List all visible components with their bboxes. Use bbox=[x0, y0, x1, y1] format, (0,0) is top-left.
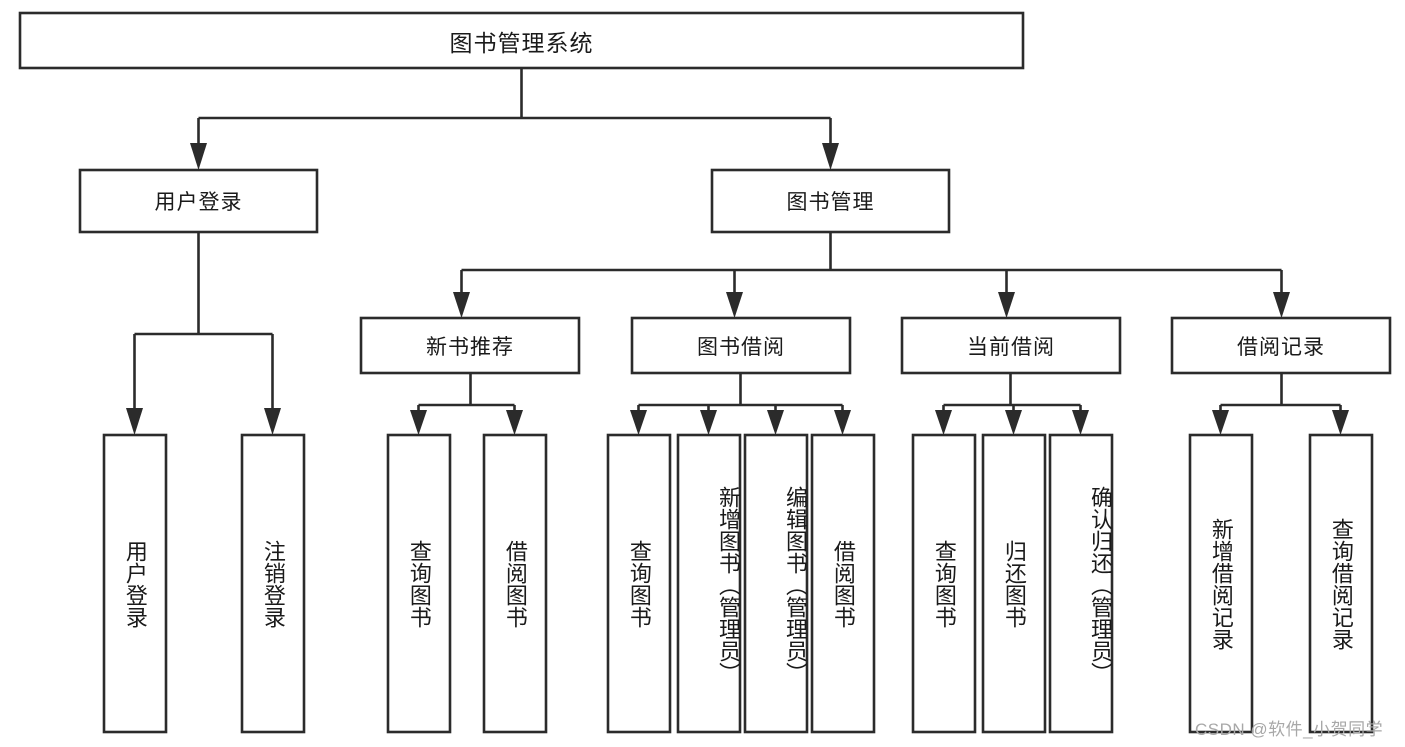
arrow-borrow-to-leaf6 bbox=[700, 410, 717, 435]
arrow-root-to-bookmgmt bbox=[822, 143, 839, 170]
node-box-leaf11[interactable] bbox=[1048, 433, 1114, 734]
arrow-newbook-to-leaf4 bbox=[506, 410, 523, 435]
arrow-current-to-leaf11 bbox=[1072, 410, 1089, 435]
node-box-current[interactable] bbox=[900, 316, 1122, 375]
node-box-newbook[interactable] bbox=[359, 316, 581, 375]
arrow-records-to-leaf13 bbox=[1332, 410, 1349, 435]
node-box-records[interactable] bbox=[1170, 316, 1392, 375]
arrow-borrow-to-leaf8 bbox=[834, 410, 851, 435]
arrow-current-to-leaf9 bbox=[935, 410, 952, 435]
arrow-bookmgmt-to-records bbox=[1273, 292, 1290, 318]
node-box-leaf3[interactable] bbox=[386, 433, 452, 734]
node-box-root[interactable] bbox=[18, 11, 1025, 70]
arrow-borrow-to-leaf7 bbox=[767, 410, 784, 435]
node-box-leaf2[interactable] bbox=[240, 433, 306, 734]
arrow-login-to-leaf2 bbox=[264, 408, 281, 435]
node-box-leaf10[interactable] bbox=[981, 433, 1047, 734]
node-box-bookmgmt[interactable] bbox=[710, 168, 951, 234]
csdn-watermark: CSDN @软件_小贺同学 bbox=[1195, 720, 1384, 739]
arrow-newbook-to-leaf3 bbox=[410, 410, 427, 435]
node-box-login[interactable] bbox=[78, 168, 319, 234]
node-box-leaf13[interactable] bbox=[1308, 433, 1374, 734]
node-box-leaf12[interactable] bbox=[1188, 433, 1254, 734]
arrow-borrow-to-leaf5 bbox=[630, 410, 647, 435]
node-box-borrow[interactable] bbox=[630, 316, 852, 375]
node-box-leaf5[interactable] bbox=[606, 433, 672, 734]
arrow-bookmgmt-to-borrow bbox=[726, 292, 743, 318]
arrow-current-to-leaf10 bbox=[1005, 410, 1022, 435]
arrow-bookmgmt-to-current bbox=[998, 292, 1015, 318]
node-box-leaf6[interactable] bbox=[676, 433, 742, 734]
node-box-leaf9[interactable] bbox=[911, 433, 977, 734]
arrow-records-to-leaf12 bbox=[1212, 410, 1229, 435]
node-box-leaf7[interactable] bbox=[743, 433, 809, 734]
arrow-login-to-leaf1 bbox=[126, 408, 143, 435]
arrow-bookmgmt-to-newbook bbox=[453, 292, 470, 318]
node-box-leaf8[interactable] bbox=[810, 433, 876, 734]
node-box-leaf4[interactable] bbox=[482, 433, 548, 734]
arrow-root-to-login bbox=[190, 143, 207, 170]
node-box-leaf1[interactable] bbox=[102, 433, 168, 734]
